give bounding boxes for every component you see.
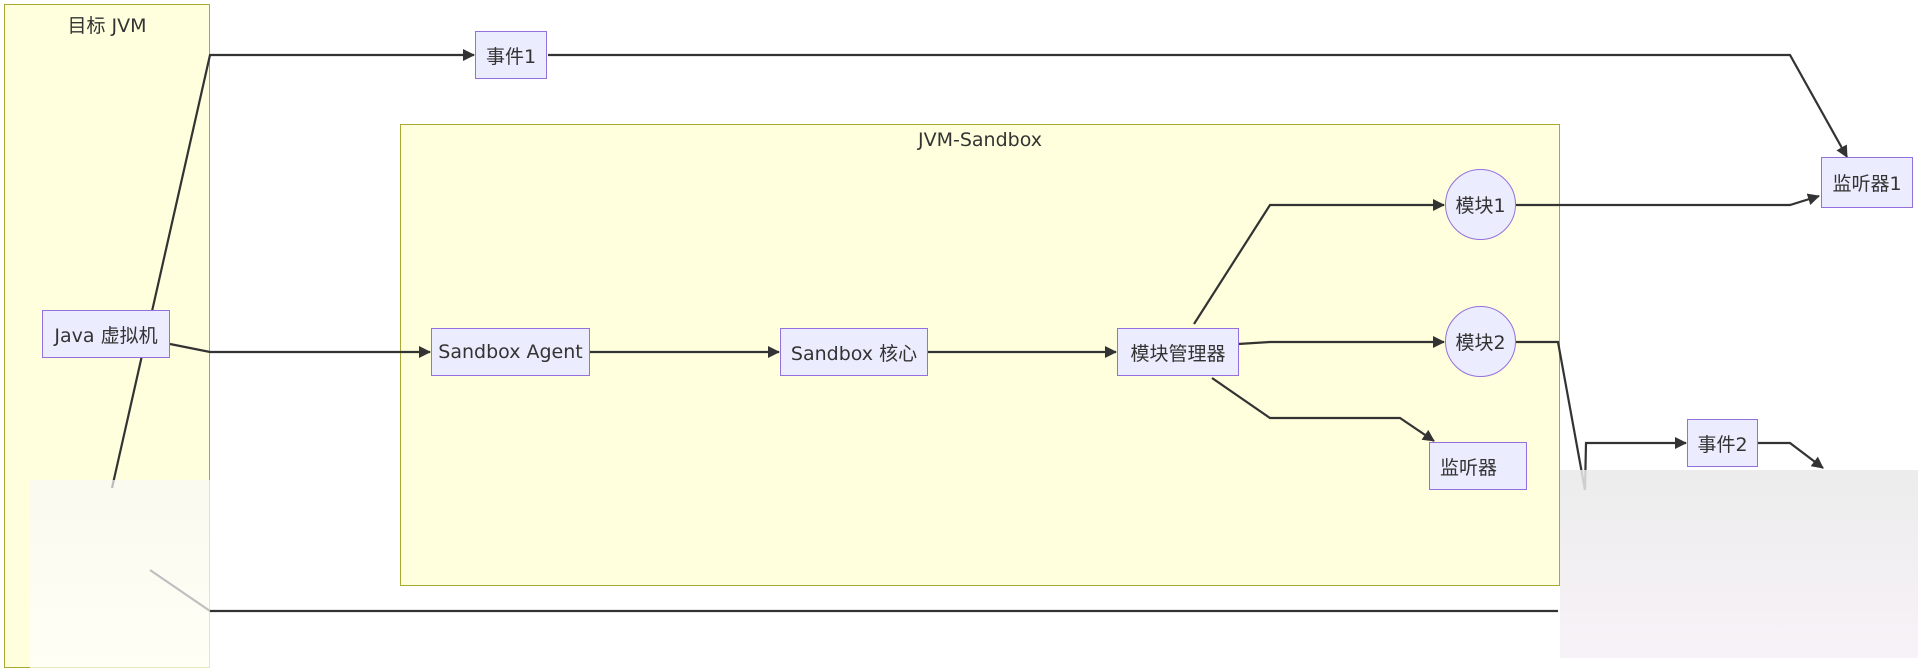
- edge-module1-to-listener1: [1516, 193, 1820, 207]
- node-sandbox-agent: Sandbox Agent: [431, 328, 590, 376]
- edge-module2-to-event2: [1516, 340, 1687, 491]
- node-event1: 事件1: [475, 31, 547, 79]
- node-module-manager: 模块管理器: [1117, 328, 1239, 376]
- node-listener-inner: 监听器: [1429, 442, 1527, 490]
- cluster-jvm-sandbox: JVM-Sandbox: [400, 124, 1560, 586]
- node-event2: 事件2: [1687, 419, 1758, 467]
- node-java-vm: Java 虚拟机: [42, 310, 170, 358]
- edge-jvm-to-agent: [169, 342, 431, 358]
- node-listener1: 监听器1: [1821, 157, 1913, 208]
- edge-event-to-event1: [110, 49, 475, 489]
- node-module1: 模块1: [1445, 169, 1516, 240]
- edge-bottom-return: [149, 569, 1558, 613]
- edge-manager-to-module2: [1237, 336, 1445, 348]
- node-sandbox-core: Sandbox 核心: [780, 328, 928, 376]
- node-module2: 模块2: [1445, 306, 1516, 377]
- edge-manager-to-module1: [1193, 199, 1445, 325]
- cluster-label-jvm-sandbox: JVM-Sandbox: [917, 129, 1042, 151]
- edge-event1-to-listener1: [548, 53, 1848, 158]
- faded-region-right: [1560, 470, 1918, 658]
- edge-event2-to-outside: [1758, 441, 1824, 469]
- faded-region-left: [30, 480, 210, 668]
- cluster-label-target-jvm: 目标 JVM: [67, 15, 147, 37]
- edge-manager-to-listener-inner: [1211, 377, 1435, 442]
